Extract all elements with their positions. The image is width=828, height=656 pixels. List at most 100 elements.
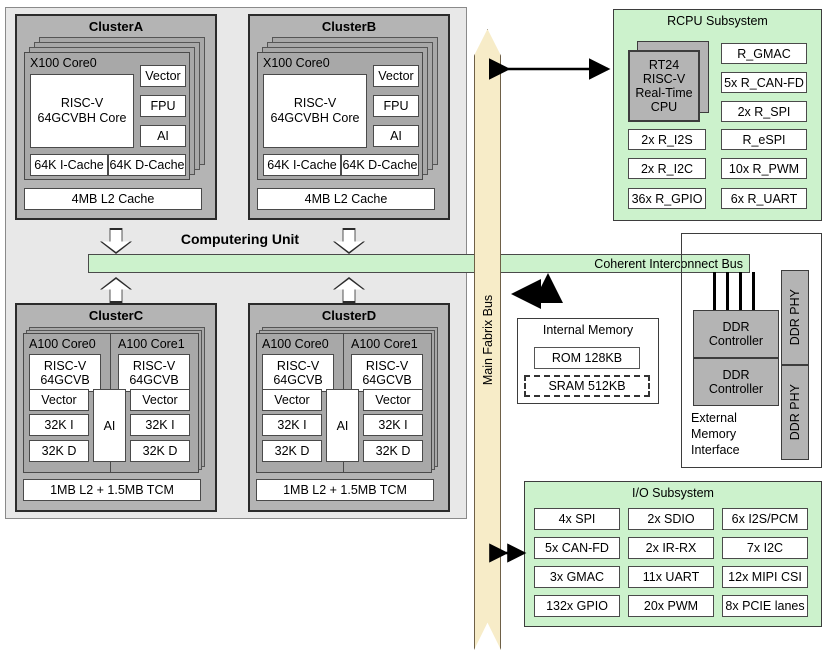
cluster-c-core0-line1: RISC-V — [43, 359, 87, 373]
cluster-a-l2-cache: 4MB L2 Cache — [24, 188, 202, 210]
cluster-b-l2-cache: 4MB L2 Cache — [257, 188, 435, 210]
cluster-b-riscv-core: RISC-V 64GCVBH Core — [263, 74, 367, 148]
cluster-a-fpu-unit: FPU — [140, 95, 186, 117]
rcpu-item-r-espi: R_eSPI — [721, 129, 807, 150]
cluster-d-l2-tcm: 1MB L2 + 1.5MB TCM — [256, 479, 434, 501]
io-item-uart: 11x UART — [628, 566, 714, 588]
cluster-c-core1-icache: 32K I — [130, 414, 190, 436]
cluster-c-core1-riscv: RISC-V 64GCVB — [118, 354, 190, 392]
cluster-a-core-title: X100 Core0 — [30, 56, 97, 70]
rcpu-item-r-i2c: 2x R_I2C — [628, 158, 706, 179]
rcpu-cpu-line3: Real-Time — [635, 86, 693, 100]
computing-unit-label: Computering Unit — [180, 231, 300, 247]
cluster-d-core0-dcache: 32K D — [262, 440, 322, 462]
fabric-to-rcpu-arrow — [488, 58, 611, 80]
cluster-c-core0-dcache: 32K D — [29, 440, 89, 462]
cluster-c-core0-title: A100 Core0 — [29, 337, 96, 351]
cluster-a-title: ClusterA — [88, 19, 144, 34]
ddr-phy-0-label: DDR PHY — [788, 289, 802, 346]
cluster-d-core0-vector: Vector — [262, 389, 322, 411]
external-memory-label-line3: Interface — [691, 443, 740, 457]
cluster-d-core1-riscv: RISC-V 64GCVB — [351, 354, 423, 392]
cluster-c-ai-unit: AI — [93, 389, 126, 462]
main-fabric-bus: Main Fabrix Bus — [474, 29, 501, 650]
fabric-to-io-arrow — [489, 543, 527, 563]
cluster-d-core0-line2: 64GCVB — [273, 373, 323, 387]
cluster-b-vector-unit: Vector — [373, 65, 419, 87]
cluster-d-core1-dcache: 32K D — [363, 440, 423, 462]
internal-memory-rom: ROM 128KB — [534, 347, 640, 369]
ddr-link-line-2 — [726, 272, 729, 310]
io-item-gmac: 3x GMAC — [534, 566, 620, 588]
rcpu-realtime-cpu: RT24 RISC-V Real-Time CPU — [628, 50, 700, 122]
rcpu-item-r-can-fd: 5x R_CAN-FD — [721, 72, 807, 93]
cluster-a-riscv-core: RISC-V 64GCVBH Core — [30, 74, 134, 148]
io-item-mipi-csi: 12x MIPI CSI — [722, 566, 808, 588]
internal-memory-bus-connector — [511, 273, 563, 309]
cluster-c-title: ClusterC — [88, 308, 144, 323]
io-item-sdio: 2x SDIO — [628, 508, 714, 530]
rcpu-subsystem-title: RCPU Subsystem — [667, 14, 768, 28]
cluster-d-core1-icache: 32K I — [363, 414, 423, 436]
coherent-interconnect-bus-label: Coherent Interconnect Bus — [594, 256, 743, 271]
cluster-c-core1-line1: RISC-V — [132, 359, 176, 373]
ddr-link-line-3 — [739, 272, 742, 310]
cluster-c-core0-vector: Vector — [29, 389, 89, 411]
io-item-pcie: 8x PCIE lanes — [722, 595, 808, 617]
rcpu-cpu-line2: RISC-V — [642, 72, 686, 86]
cluster-d-core1-title: A100 Core1 — [351, 337, 418, 351]
cluster-d-core0-title: A100 Core0 — [262, 337, 329, 351]
io-item-i2s-pcm: 6x I2S/PCM — [722, 508, 808, 530]
cluster-c-core0-riscv: RISC-V 64GCVB — [29, 354, 101, 392]
cluster-d-ai-unit: AI — [326, 389, 359, 462]
ddr-phy-0: DDR PHY — [781, 270, 809, 365]
cluster-b-core-line2: 64GCVBH Core — [270, 111, 360, 125]
rcpu-item-r-gmac: R_GMAC — [721, 43, 807, 64]
ddr-controller-0: DDR Controller — [693, 310, 779, 358]
cluster-c-core0-line2: 64GCVB — [40, 373, 90, 387]
ddr-link-line-4 — [752, 272, 755, 310]
ddr-phy-1: DDR PHY — [781, 365, 809, 460]
external-memory-label-line2: Memory — [691, 427, 737, 441]
cluster-a-core-line1: RISC-V — [60, 96, 104, 110]
external-memory-label: External Memory Interface — [691, 410, 771, 458]
cluster-c-core1-line2: 64GCVB — [129, 373, 179, 387]
cluster-c-l2-tcm: 1MB L2 + 1.5MB TCM — [23, 479, 201, 501]
rcpu-cpu-line4: CPU — [650, 100, 678, 114]
cluster-c-core0-icache: 32K I — [29, 414, 89, 436]
cluster-b-ai-unit: AI — [373, 125, 419, 147]
cluster-d-core0-icache: 32K I — [262, 414, 322, 436]
ddr-link-line-1 — [713, 272, 716, 310]
cluster-d-core0-riscv: RISC-V 64GCVB — [262, 354, 334, 392]
ddr-phy-1-label: DDR PHY — [788, 384, 802, 441]
internal-memory-sram: SRAM 512KB — [524, 375, 650, 397]
internal-memory-title: Internal Memory — [542, 323, 634, 337]
cluster-c-core1-dcache: 32K D — [130, 440, 190, 462]
cluster-a-core-line2: 64GCVBH Core — [37, 111, 127, 125]
rcpu-item-r-uart: 6x R_UART — [721, 188, 807, 209]
rcpu-item-r-pwm: 10x R_PWM — [721, 158, 807, 179]
ddr-controller-1: DDR Controller — [693, 358, 779, 406]
cluster-a-dcache: 64K D-Cache — [108, 154, 186, 176]
rcpu-item-r-i2s: 2x R_I2S — [628, 129, 706, 150]
cluster-c-core1-vector: Vector — [130, 389, 190, 411]
cluster-d-core1-vector: Vector — [363, 389, 423, 411]
rcpu-item-r-spi: 2x R_SPI — [721, 101, 807, 122]
coherent-interconnect-bus: Coherent Interconnect Bus — [88, 254, 750, 273]
rcpu-cpu-line1: RT24 — [648, 58, 680, 72]
cluster-c-core1-title: A100 Core1 — [118, 337, 185, 351]
io-subsystem-title: I/O Subsystem — [632, 486, 714, 500]
main-fabric-bus-label: Main Fabrix Bus — [480, 294, 495, 385]
cluster-d-title: ClusterD — [321, 308, 377, 323]
cluster-d-core1-line2: 64GCVB — [362, 373, 412, 387]
rcpu-item-r-gpio: 36x R_GPIO — [628, 188, 706, 209]
cluster-b-fpu-unit: FPU — [373, 95, 419, 117]
cluster-b-dcache: 64K D-Cache — [341, 154, 419, 176]
cluster-a-icache: 64K I-Cache — [30, 154, 108, 176]
io-item-spi: 4x SPI — [534, 508, 620, 530]
io-item-ir-rx: 2x IR-RX — [628, 537, 714, 559]
io-item-pwm: 20x PWM — [628, 595, 714, 617]
external-memory-label-line1: External — [691, 411, 737, 425]
cluster-b-title: ClusterB — [321, 19, 377, 34]
cluster-a-vector-unit: Vector — [140, 65, 186, 87]
